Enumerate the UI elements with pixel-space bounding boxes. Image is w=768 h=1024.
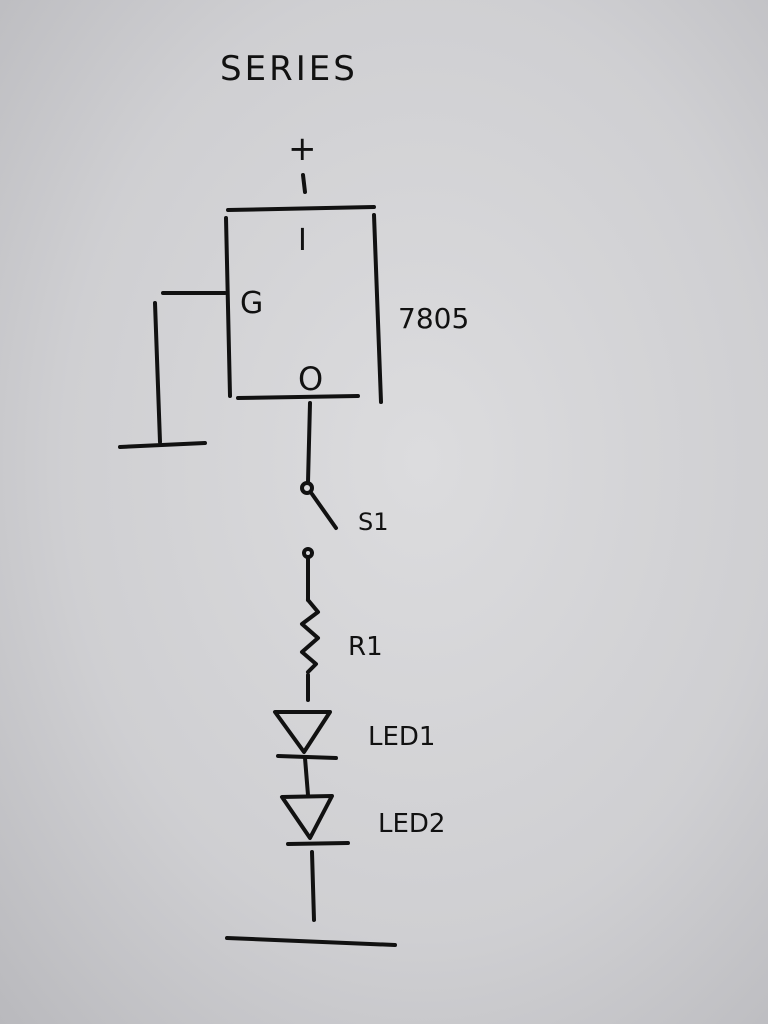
regulator-right-edge	[372, 213, 383, 404]
led2-label: LED2	[378, 809, 445, 839]
input-pin-label: I	[298, 223, 307, 258]
led2	[280, 794, 350, 846]
diode-triangle	[273, 710, 332, 754]
regulator-left-edge	[224, 216, 232, 398]
switch-contact-top	[300, 481, 314, 495]
diode-triangle	[280, 794, 334, 840]
output-wire	[306, 401, 312, 484]
diode-bar	[286, 841, 350, 846]
ground-symbol	[118, 441, 207, 449]
led1-label: LED1	[368, 722, 435, 752]
ground-wire-vertical	[153, 301, 162, 444]
regulator-7805: I G O	[224, 205, 383, 404]
input-wire	[301, 173, 307, 194]
switch-s1	[300, 481, 338, 559]
regulator-part-label: 7805	[398, 302, 469, 335]
switch-contact-bottom	[302, 547, 314, 559]
led1	[273, 710, 338, 760]
diode-bar	[276, 754, 338, 760]
plus-terminal-label: +	[288, 129, 317, 169]
regulator-top-edge	[226, 205, 376, 212]
ground-rail	[225, 936, 397, 947]
ground-pin-label: G	[240, 286, 263, 321]
switch-lever	[310, 492, 338, 530]
output-pin-label: O	[298, 360, 323, 398]
diagram-title: SERIES	[220, 49, 358, 89]
switch-label: S1	[358, 508, 389, 536]
wire	[310, 850, 316, 922]
resistor-label: R1	[348, 632, 383, 662]
resistor-r1	[300, 598, 320, 674]
regulator-bottom-edge	[236, 394, 360, 400]
wire	[303, 756, 310, 797]
